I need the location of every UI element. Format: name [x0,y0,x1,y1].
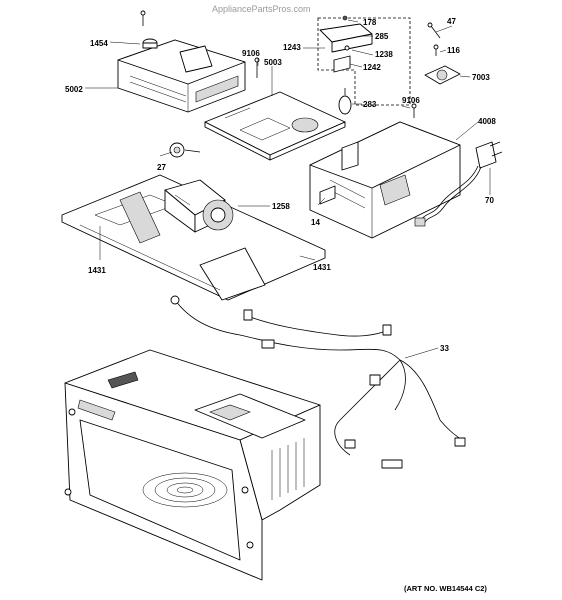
callout-5002[interactable]: 5002 [65,85,83,94]
part-4008-tray[interactable] [309,121,461,239]
callout-116[interactable]: 116 [447,46,460,55]
callout-27[interactable]: 27 [157,163,166,172]
screw-9106-left-icon [254,57,260,78]
watermark-text: AppliancePartsPros.com [212,4,311,14]
callout-9106-right[interactable]: 9106 [402,96,420,105]
art-number: (ART NO. WB14544 C2) [404,584,487,593]
microwave-cavity[interactable] [64,349,321,581]
callout-14[interactable]: 14 [311,218,320,227]
part-47-screw[interactable] [427,22,441,39]
part-5003-bracket[interactable] [204,91,346,161]
screw-9106-right-icon [411,103,417,118]
callout-4008[interactable]: 4008 [478,117,496,126]
part-1258-blower[interactable] [164,179,234,233]
callout-1258[interactable]: 1258 [272,202,290,211]
part-116-screw[interactable] [433,44,439,56]
screw-top-left-icon [140,10,146,26]
callout-1454[interactable]: 1454 [90,39,108,48]
part-1454-knob[interactable] [142,38,158,49]
part-1431-base-plate[interactable] [61,174,326,301]
callout-47[interactable]: 47 [447,17,456,26]
part-27-motor[interactable] [169,142,201,158]
part-283-fuse[interactable] [338,88,352,115]
callout-9106-left[interactable]: 9106 [242,49,260,58]
callout-1238[interactable]: 1238 [375,50,393,59]
callout-70[interactable]: 70 [485,196,494,205]
part-7003-thermostat[interactable] [424,65,461,85]
part-33-wire-harness[interactable] [170,295,466,469]
part-5002-housing[interactable] [117,39,246,113]
callout-1242[interactable]: 1242 [363,63,381,72]
callout-1431-right[interactable]: 1431 [313,263,331,272]
callout-7003[interactable]: 7003 [472,73,490,82]
callout-285[interactable]: 285 [375,32,389,41]
part-1243-switch-group[interactable] [317,15,411,106]
leader-lines [85,19,491,359]
callout-33[interactable]: 33 [440,344,449,353]
callout-labels: 178 47 1454 285 1243 116 1238 9106 5003 … [65,17,496,353]
callout-178[interactable]: 178 [363,18,377,27]
part-70-power-cord[interactable] [414,141,503,227]
callout-5003[interactable]: 5003 [264,58,282,67]
callout-1243[interactable]: 1243 [283,43,301,52]
callout-1431-left[interactable]: 1431 [88,266,106,275]
callout-283[interactable]: 283 [363,100,377,109]
